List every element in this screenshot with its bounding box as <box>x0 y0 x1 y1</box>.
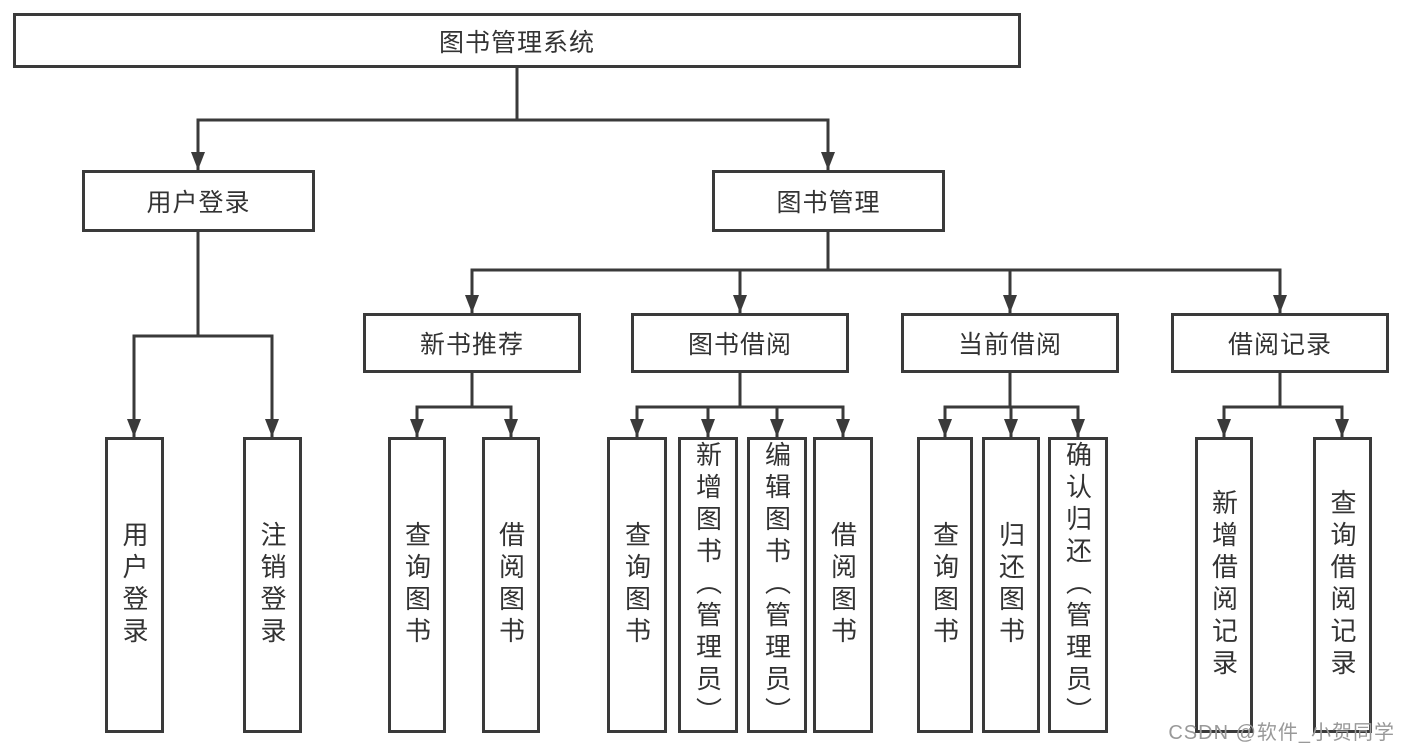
node-new-book-recommend: 新书推荐 <box>363 313 581 373</box>
leaf-records-add-record: 新增借阅记录 <box>1195 437 1253 733</box>
leaf-borrow-edit-books-admin: 编辑图书（管理员） <box>747 437 807 733</box>
connector-current-borrow-to-leaves <box>938 373 1085 437</box>
connector-book-borrow-to-leaves <box>630 373 850 437</box>
node-root-library-system: 图书管理系统 <box>13 13 1021 68</box>
connector-user-login-to-leaves <box>127 232 279 437</box>
leaf-logout: 注销登录 <box>243 437 302 733</box>
node-borrow-records: 借阅记录 <box>1171 313 1389 373</box>
leaf-borrow-borrow-books: 借阅图书 <box>813 437 873 733</box>
connector-root-to-level2 <box>191 68 835 170</box>
leaf-borrow-query-books: 查询图书 <box>607 437 667 733</box>
leaf-current-return-books: 归还图书 <box>982 437 1040 733</box>
node-book-borrow: 图书借阅 <box>631 313 849 373</box>
leaf-records-query-record: 查询借阅记录 <box>1313 437 1372 733</box>
leaf-borrow-add-books-admin: 新增图书（管理员） <box>678 437 738 733</box>
leaf-recommend-query-books: 查询图书 <box>388 437 446 733</box>
connector-new-book-recommend-to-leaves <box>410 373 518 437</box>
node-user-login: 用户登录 <box>82 170 315 232</box>
csdn-watermark: CSDN @软件_小贺同学 <box>1168 722 1395 744</box>
leaf-current-query-books: 查询图书 <box>917 437 973 733</box>
leaf-user-login: 用户登录 <box>105 437 164 733</box>
connector-borrow-records-to-leaves <box>1217 373 1349 437</box>
node-book-management: 图书管理 <box>712 170 945 232</box>
connector-book-management-to-level3 <box>465 232 1287 313</box>
leaf-recommend-borrow-books: 借阅图书 <box>482 437 540 733</box>
node-current-borrow: 当前借阅 <box>901 313 1119 373</box>
leaf-current-confirm-return-admin: 确认归还（管理员） <box>1048 437 1108 733</box>
